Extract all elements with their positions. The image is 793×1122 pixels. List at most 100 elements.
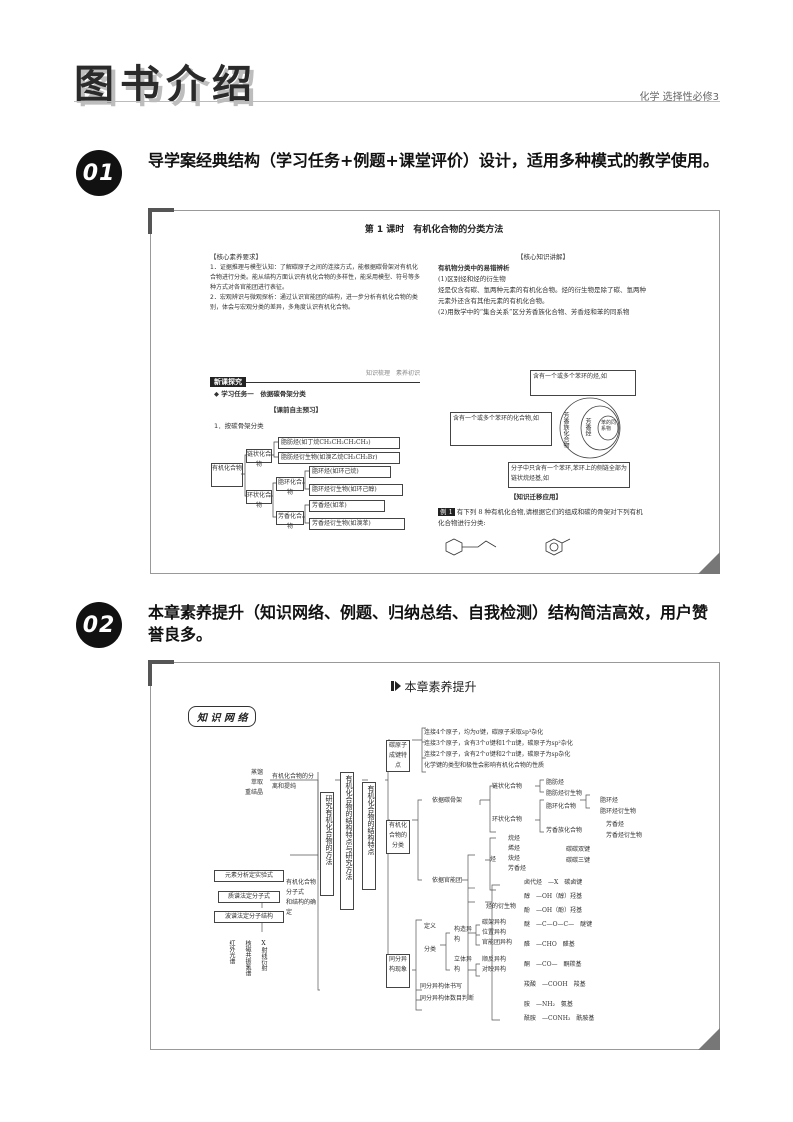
bond-box: 碳原子成键特点 — [386, 740, 410, 772]
step-1: 元素分析定实验式 — [214, 870, 284, 882]
section-title-2: 本章素养提升（知识网络、例题、归纳总结、自我检测）结构简洁高效，用户赞誉良多。 — [148, 603, 709, 644]
chapter-heading-text: 本章素养提升 — [404, 680, 477, 694]
venn-inner-label: 苯的同系物 — [601, 420, 617, 432]
hc-list: 烷烃 烯烃 炔烃 芳香烃 — [508, 834, 526, 874]
section-title: 导学案经典结构（学习任务+例题+课堂评价）设计，适用多种模式的教学使用。 — [148, 151, 719, 170]
section-number-badge-2: 02 — [76, 602, 122, 648]
venn-left-note: 含有一个或多个苯环的化合物,如 — [450, 412, 552, 446]
lesson-title: 第 1 课时 有机化合物的分类方法 — [364, 225, 504, 235]
structural-item-2: 位置异构 — [482, 929, 507, 936]
spectrum-3: X射线衍射 — [260, 940, 267, 971]
step-3: 波谱法定分子结构 — [214, 911, 284, 923]
hc-item-4: 芳香烃 — [508, 865, 527, 872]
venn-circles — [559, 397, 621, 459]
bond-item-4: 化学键的类型和极性会影响有机化合物的性质 — [424, 762, 545, 769]
step-2: 质谱法定分子式 — [218, 891, 280, 903]
left-word-1: 蒸馏 — [251, 769, 264, 776]
isomer-box: 同分异构现象 — [386, 954, 410, 988]
bar-right-label: 知识梳理 素养初识 — [365, 370, 420, 377]
section-number: 01 — [82, 160, 116, 186]
tree-aliphatic-deriv: 脂肪烃衍生物(如溴乙烷CH₃CH₂Br) — [278, 452, 400, 464]
definition-label: 定义 — [424, 923, 437, 930]
page-logo: 图书介绍 — [74, 62, 258, 108]
deriv-item-8: 胺 —NH₂ 氨基 — [524, 1001, 573, 1008]
alicyclic-label: 脂环化合物 — [546, 803, 577, 810]
key-knowledge-p2: 烃是仅含有碳、氢两种元素的有机化合物。烃的衍生物是除了碳、氢两种元素外还含有其他… — [438, 286, 646, 305]
alicyclic-item-1: 脂环烃 — [600, 797, 619, 804]
vbox-chapter: 有机化合物的结构特点与研究方法 — [340, 772, 354, 910]
deriv-item-5: 醛 —CHO 醛基 — [524, 941, 575, 948]
core-literacy-p1: 1．证据推理与模型认知：了解碳原子之间的连接方式，能根据碳骨架对有机化合物进行分… — [210, 264, 421, 291]
tree-chain: 链状化合物 — [246, 449, 272, 468]
example-structures — [445, 538, 571, 556]
derivs-label: 烃的衍生物 — [486, 903, 517, 910]
stereo-label: 立体异构 — [454, 956, 473, 973]
tree-aliphatic: 脂肪烃(如丁烷CH₃CH₂CH₂CH₃) — [278, 437, 400, 449]
hc-item-3: 炔烃 — [508, 855, 521, 862]
vbox-methods: 研究有机化合物的方法 — [320, 792, 334, 896]
hydrocarbon-label: 烃 — [490, 856, 497, 863]
tree-aromatic-deriv: 芳香烃衍生物(如溴苯) — [309, 518, 405, 530]
key-knowledge-block: 【核心知识讲解】 有机物分类中的易错辨析 (1)区别烃和烃的衍生物 烃是仅含有碳… — [438, 252, 648, 318]
structural-item-1: 碳架异构 — [482, 919, 507, 926]
hc-item-2: 烯烃 — [508, 845, 521, 852]
class-box: 有机化合物的分类 — [386, 820, 410, 854]
frame-corner — [148, 208, 174, 234]
left-words: 蒸馏 萃取 重结晶 — [245, 768, 263, 798]
venn-top-note: 含有一个或多个苯环的烃,如 — [530, 370, 636, 396]
deriv-item-2: 醇 —OH（醇）羟基 — [524, 893, 583, 900]
frame-corner-2 — [148, 660, 174, 686]
chapter-heading-arrow — [395, 681, 402, 691]
structural-label: 构造异构 — [454, 926, 473, 943]
aromatic-label: 芳香族化合物 — [546, 827, 583, 834]
key-knowledge-p1: (1)区别烃和烃的衍生物 — [438, 275, 506, 283]
aromatic-item-1: 芳香烃 — [606, 821, 625, 828]
tree-alicyclic-deriv: 脂环烃衍生物(如环己醇) — [309, 484, 403, 496]
deriv-item-6: 酮 —CO— 酮羰基 — [524, 961, 582, 968]
deriv-list: 卤代烃 —X 碳卤键 醇 —OH（醇）羟基 酚 —OH（酚）羟基 醚 —C—O—… — [524, 878, 674, 1028]
tree-aromatic-group: 芳香化合物 — [276, 511, 304, 530]
chain-label: 链状化合物 — [492, 783, 523, 790]
left-word-3: 重结晶 — [245, 789, 264, 796]
knowledge-network-tag: 知 识 网 络 — [188, 706, 257, 727]
venn-outer-label: 芳香族化合物 — [562, 412, 569, 448]
aromatic-item-2: 芳香烃衍生物 — [606, 832, 643, 839]
chain-item-1: 脂肪烃 — [546, 779, 565, 786]
section-number-2: 02 — [82, 612, 116, 638]
by-skeleton: 依据碳骨架 — [432, 797, 463, 804]
tree-connectors — [241, 441, 309, 524]
step-note-2: 和结构的确定 — [286, 899, 317, 916]
structural-item-3: 官能团异构 — [482, 939, 513, 946]
key-knowledge-p3: (2)用数学中的“集合关系”区分芳香族化合物、芳香烃和苯的同系物 — [438, 308, 630, 316]
venn-bottom-note: 分子中只含有一个苯环,苯环上的侧链全部为链状烷烃基,如 — [508, 462, 630, 488]
page-fold-2 — [698, 1028, 720, 1050]
chain-item-2: 脂肪烃衍生物 — [546, 790, 583, 797]
isomer-writing: 同分异构体书写 — [420, 983, 463, 990]
example-text: 有下列 8 种有机化合物,请根据它们的组成和碳的骨架对下列有机化合物进行分类: — [438, 508, 643, 527]
spectrum-2: 核磁共振氢谱 — [244, 940, 251, 976]
vbox-structure: 有机化合物的结构特点 — [362, 782, 376, 890]
section-bar: 新课探究 知识梳理 素养初识 — [210, 369, 420, 387]
tree-cycloalkane: 脂环烃(如环己烷) — [309, 466, 391, 478]
classify-label: 分类 — [424, 946, 437, 953]
item-1: 1．按碳骨架分类 — [214, 422, 264, 430]
step-note-1: 有机化合物分子式 — [286, 879, 317, 896]
bond-item-2: 连接3个原子，含有3个σ键和1个π键，碳原子为sp²杂化 — [424, 740, 573, 747]
chapter-heading: 本章素养提升 — [150, 678, 718, 695]
bond-list: 连接4个原子，均为σ键，碳原子采取sp³杂化 连接3个原子，含有3个σ键和1个π… — [424, 728, 674, 772]
left-note: 有机化合物的分离和提纯 — [272, 773, 315, 790]
key-knowledge-sub: 有机物分类中的易错辨析 — [438, 264, 510, 272]
core-literacy-heading: 【核心素养要求】 — [210, 253, 262, 261]
deriv-item-9: 酰胺 —CONH₂ 酰胺基 — [524, 1015, 595, 1022]
left-word-2: 萃取 — [251, 779, 264, 786]
tree-aromatic: 芳香烃(如苯) — [309, 500, 385, 512]
deriv-item-3: 酚 —OH（酚）羟基 — [524, 907, 583, 914]
chapter-heading-bar — [391, 681, 395, 691]
stereo-list: 顺反异构 对映异构 — [482, 955, 506, 975]
logo-shadow: 图书介绍 — [78, 66, 262, 112]
task-heading: ◆ 学习任务一 依据碳骨架分类 — [214, 390, 306, 398]
deriv-item-1: 卤代烃 —X 碳卤键 — [524, 879, 583, 886]
venn-mid-label: 芳香烃 — [584, 418, 591, 436]
core-literacy-p2: 2．宏观辨识与微观探析：通过认识官能团的结构，进一步分析有机化合物的类别，体会与… — [210, 294, 418, 311]
core-literacy-block: 【核心素养要求】 1．证据推理与模型认知：了解碳原子之间的连接方式，能根据碳骨架… — [210, 252, 420, 313]
